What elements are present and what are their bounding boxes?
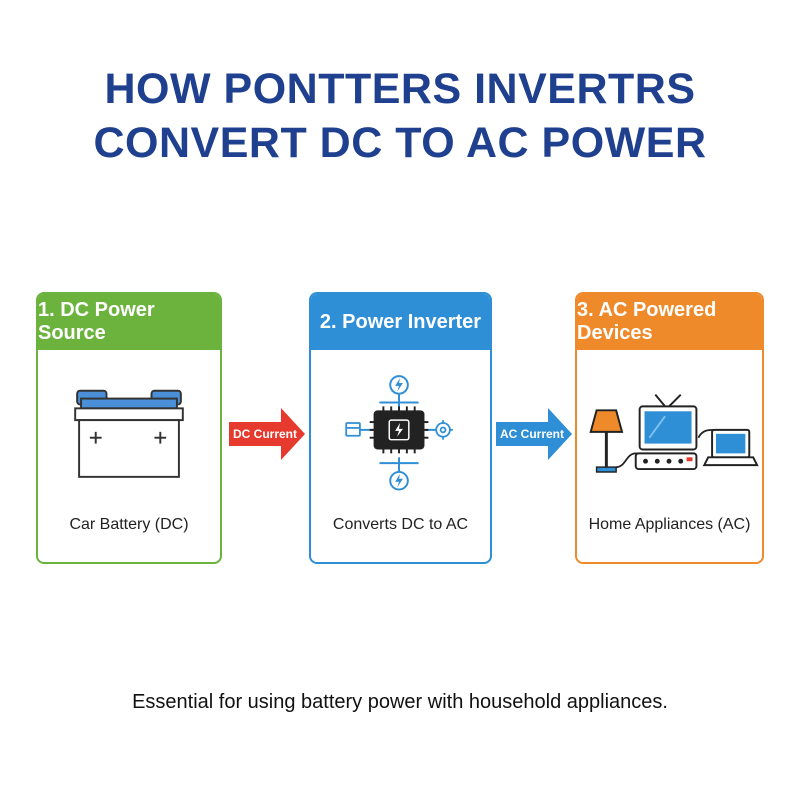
card-header: 2. Power Inverter [311, 294, 490, 350]
lamp-icon [589, 409, 624, 473]
title-line-1: HOW PONTTERS INVERTRS [104, 65, 696, 113]
laptop-icon [697, 428, 759, 467]
footer-note: Essential for using battery power with h… [132, 691, 668, 713]
card-caption: Home Appliances (AC) [588, 516, 751, 533]
arrow-label: DC Current [233, 427, 298, 441]
card-caption: Car Battery (DC) [69, 516, 189, 533]
diagram-title: HOW PONTTERS INVERTRS CONVERT DC TO AC P… [0, 62, 800, 170]
ac-powered-devices-card: 3. AC Powered Devices [575, 292, 764, 564]
arrow-label: AC Current [500, 427, 565, 441]
dc-current-arrow: DC Current [229, 408, 305, 460]
tv-icon [638, 393, 698, 451]
gear-icon [433, 420, 453, 440]
power-strip-icon [634, 452, 698, 471]
title-line-2: CONVERT DC TO AC POWER [93, 119, 707, 167]
card-caption: Converts DC to AC [332, 516, 469, 533]
card-header: 1. DC Power Source [38, 294, 220, 350]
power-inverter-card: 2. Power Inverter [309, 292, 492, 564]
card-header: 3. AC Powered Devices [577, 294, 762, 350]
home-appliances-icon [589, 393, 759, 473]
ac-current-arrow: AC Current [496, 408, 572, 460]
car-battery-icon [74, 389, 184, 478]
inverter-chip-icon [345, 375, 453, 491]
lightning-top-icon [389, 375, 409, 395]
dc-power-source-card: 1. DC Power Source Car Battery (DC) [36, 292, 222, 564]
lightning-bottom-icon [389, 470, 409, 491]
module-box-icon [345, 422, 361, 437]
